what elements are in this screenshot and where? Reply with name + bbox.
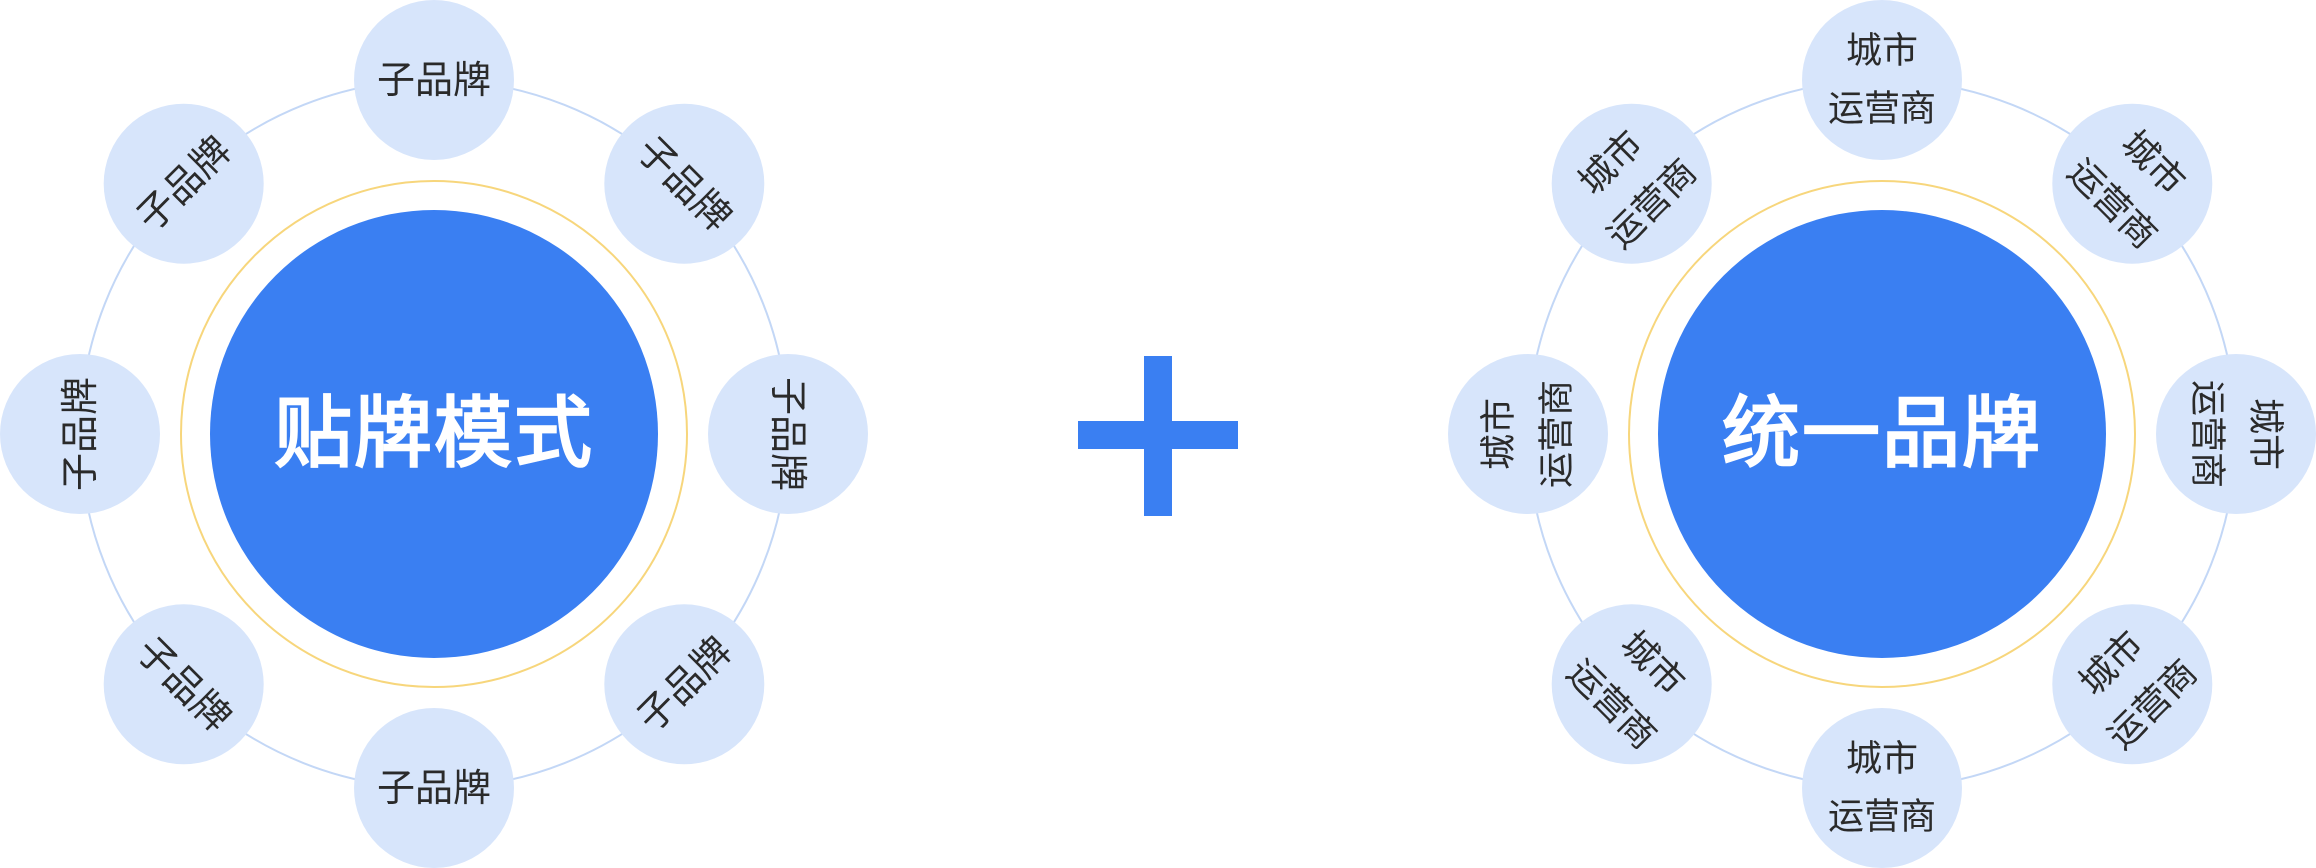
satellite-circle — [708, 354, 868, 514]
satellite-circle — [2052, 604, 2213, 765]
satellite-node: 子品牌 — [708, 354, 868, 514]
satellite-circle — [1802, 0, 1962, 160]
satellite-circle — [0, 354, 160, 514]
satellite-circle — [1551, 604, 1712, 765]
right-satellites: 城市运营商城市运营商城市运营商城市运营商城市运营商城市运营商城市运营商城市运营商 — [1448, 0, 2316, 868]
satellite-circle — [103, 103, 264, 264]
satellite-label-group: 子品牌 — [766, 377, 810, 491]
satellite-circle — [2156, 354, 2316, 514]
satellite-label: 子品牌 — [377, 58, 491, 102]
satellite-node: 子品牌 — [0, 354, 160, 514]
right-diagram-unified-brand: 统一品牌 城市运营商城市运营商城市运营商城市运营商城市运营商城市运营商城市运营商… — [1448, 0, 2316, 868]
satellite-label-group: 子品牌 — [58, 377, 102, 491]
satellite-label-group: 子品牌 — [377, 58, 491, 102]
right-inner-ring — [1628, 180, 2136, 688]
satellite-node: 子品牌 — [604, 604, 765, 765]
satellite-label: 运营商 — [1828, 797, 1936, 838]
satellite-node: 子品牌 — [354, 708, 514, 868]
satellite-node: 子品牌 — [103, 604, 264, 765]
satellite-node: 子品牌 — [604, 103, 765, 264]
satellite-label: 城市 — [1846, 31, 1918, 72]
right-center-circle — [1658, 210, 2106, 658]
satellite-label: 子品牌 — [377, 766, 491, 810]
satellite-circle — [1448, 354, 1608, 514]
satellite-label: 运营商 — [1537, 380, 1578, 488]
satellite-label: 城市 — [1479, 398, 1520, 470]
satellite-node: 子品牌 — [103, 103, 264, 264]
satellite-label-group: 子品牌 — [377, 766, 491, 810]
satellite-node: 城市运营商 — [1448, 354, 1608, 514]
satellite-circle — [103, 604, 264, 765]
satellite-label: 运营商 — [2187, 380, 2228, 488]
satellite-label: 子品牌 — [766, 377, 810, 491]
satellite-label: 子品牌 — [58, 377, 102, 491]
satellite-node: 子品牌 — [354, 0, 514, 160]
satellite-label: 运营商 — [1828, 89, 1936, 130]
plus-icon — [1078, 356, 1238, 516]
satellite-circle — [1551, 103, 1712, 264]
plus-vertical-bar — [1144, 356, 1172, 516]
satellite-label: 城市 — [2245, 398, 2286, 470]
satellite-circle — [2052, 103, 2213, 264]
satellite-circle — [1802, 708, 1962, 868]
satellite-circle — [604, 604, 765, 765]
satellite-circle — [354, 0, 514, 160]
left-center-circle — [210, 210, 658, 658]
satellite-circle — [354, 708, 514, 868]
satellite-label-group: 城市运营商 — [1479, 380, 1578, 488]
left-inner-ring — [180, 180, 688, 688]
left-center-label: 贴牌模式 — [274, 389, 594, 479]
satellite-label: 城市 — [1846, 739, 1918, 780]
right-center-label: 统一品牌 — [1722, 389, 2042, 479]
satellite-circle — [604, 103, 765, 264]
